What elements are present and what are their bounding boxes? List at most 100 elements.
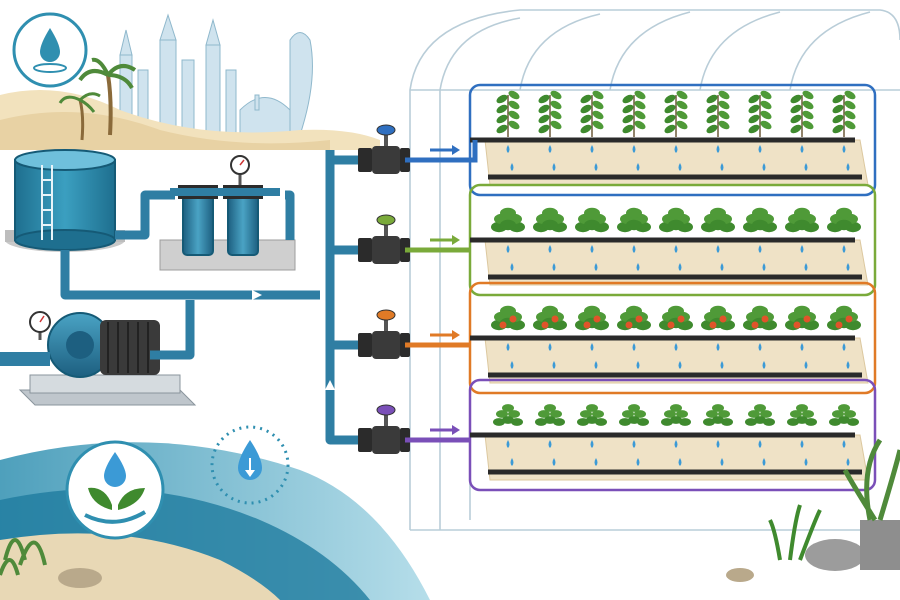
plant-tomato-vine <box>664 90 688 137</box>
plant-leafy-green <box>827 207 861 233</box>
water-drop <box>716 245 720 253</box>
plant-leafy-green <box>701 207 735 233</box>
flow-arrow-icon <box>452 145 460 155</box>
plant-tomato-vine <box>748 90 772 137</box>
water-drop <box>842 145 846 153</box>
water-drop <box>636 163 640 171</box>
plant-herb <box>577 404 607 426</box>
water-drop <box>552 458 556 466</box>
water-drop <box>800 145 804 153</box>
plant-pepper <box>785 305 819 331</box>
palm-tree <box>78 57 137 136</box>
water-drop <box>804 263 808 271</box>
water-drop <box>548 145 552 153</box>
water-drop <box>506 440 510 448</box>
plant-tomato-vine <box>538 90 562 137</box>
valve-zone-2[interactable] <box>358 214 410 264</box>
drop-down-arrow-icon <box>210 425 290 505</box>
water-drop <box>594 458 598 466</box>
main-pipes <box>60 150 360 445</box>
water-drop <box>552 361 556 369</box>
water-drop <box>674 245 678 253</box>
water-drop <box>594 361 598 369</box>
valve-handle-icon[interactable] <box>376 124 396 136</box>
water-drop <box>510 263 514 271</box>
water-drop <box>678 361 682 369</box>
plant-pepper <box>575 305 609 331</box>
water-drop <box>720 263 724 271</box>
water-drop <box>758 440 762 448</box>
valve-zone-4[interactable] <box>358 404 410 454</box>
flow-arrow-icon <box>252 290 335 390</box>
plant-pepper <box>659 305 693 331</box>
greenhouse <box>409 9 900 531</box>
water-drop <box>674 343 678 351</box>
water-drop <box>800 343 804 351</box>
plant-tomato-vine <box>832 90 856 137</box>
valve-handle-icon[interactable] <box>376 214 396 226</box>
water-drop <box>674 440 678 448</box>
plant-herb <box>619 404 649 426</box>
plant-leafy-green <box>575 207 609 233</box>
plant-leafy-green <box>785 207 819 233</box>
water-drop <box>846 263 850 271</box>
water-drop <box>548 440 552 448</box>
leaf-hand-icon <box>65 440 165 540</box>
water-drop <box>716 440 720 448</box>
water-drop <box>548 245 552 253</box>
zone-4-bed <box>405 378 877 492</box>
water-drop <box>674 145 678 153</box>
valve-handle-icon[interactable] <box>376 404 396 416</box>
water-drop <box>506 245 510 253</box>
flow-arrow-icon <box>452 425 460 435</box>
water-drop <box>590 440 594 448</box>
water-drop <box>590 245 594 253</box>
water-drop <box>678 263 682 271</box>
water-drop <box>636 263 640 271</box>
flow-arrow-icon <box>452 235 460 245</box>
water-drop <box>762 263 766 271</box>
water-drop <box>632 343 636 351</box>
water-tank <box>5 149 125 252</box>
water-drop <box>632 440 636 448</box>
water-drop-icon <box>12 12 88 88</box>
water-drop <box>800 245 804 253</box>
zone-2-bed <box>405 183 877 297</box>
filter-station <box>159 155 296 271</box>
plant-pepper <box>617 305 651 331</box>
water-drop <box>762 458 766 466</box>
water-drop <box>510 163 514 171</box>
valve-zone-3[interactable] <box>358 309 410 359</box>
water-drop <box>842 440 846 448</box>
palm-tree <box>58 92 101 141</box>
plant-tomato-vine <box>706 90 730 137</box>
water-drop <box>720 361 724 369</box>
zone-feeder-pipe <box>405 140 478 163</box>
water-drop <box>510 458 514 466</box>
plant-tomato-vine <box>622 90 646 137</box>
plant-tomato-vine <box>496 90 520 137</box>
water-drop <box>678 458 682 466</box>
water-drop <box>720 458 724 466</box>
valve-handle-icon[interactable] <box>376 309 396 321</box>
plant-leafy-green <box>491 207 525 233</box>
plant-leafy-green <box>743 207 777 233</box>
plant-pepper <box>533 305 567 331</box>
water-drop <box>800 440 804 448</box>
water-drop <box>636 458 640 466</box>
pressure-gauge-icon <box>230 155 250 185</box>
foliage <box>0 438 900 588</box>
water-drop <box>632 145 636 153</box>
valves <box>358 124 410 454</box>
water-drop <box>506 343 510 351</box>
water-drop <box>632 245 636 253</box>
water-drop <box>846 361 850 369</box>
water-drop <box>762 361 766 369</box>
plant-herb <box>493 404 523 426</box>
plant-herb <box>661 404 691 426</box>
pump <box>0 311 197 406</box>
water-drop <box>842 245 846 253</box>
water-drop <box>762 163 766 171</box>
plant-tomato-vine <box>790 90 814 137</box>
valve-zone-1[interactable] <box>358 124 410 174</box>
